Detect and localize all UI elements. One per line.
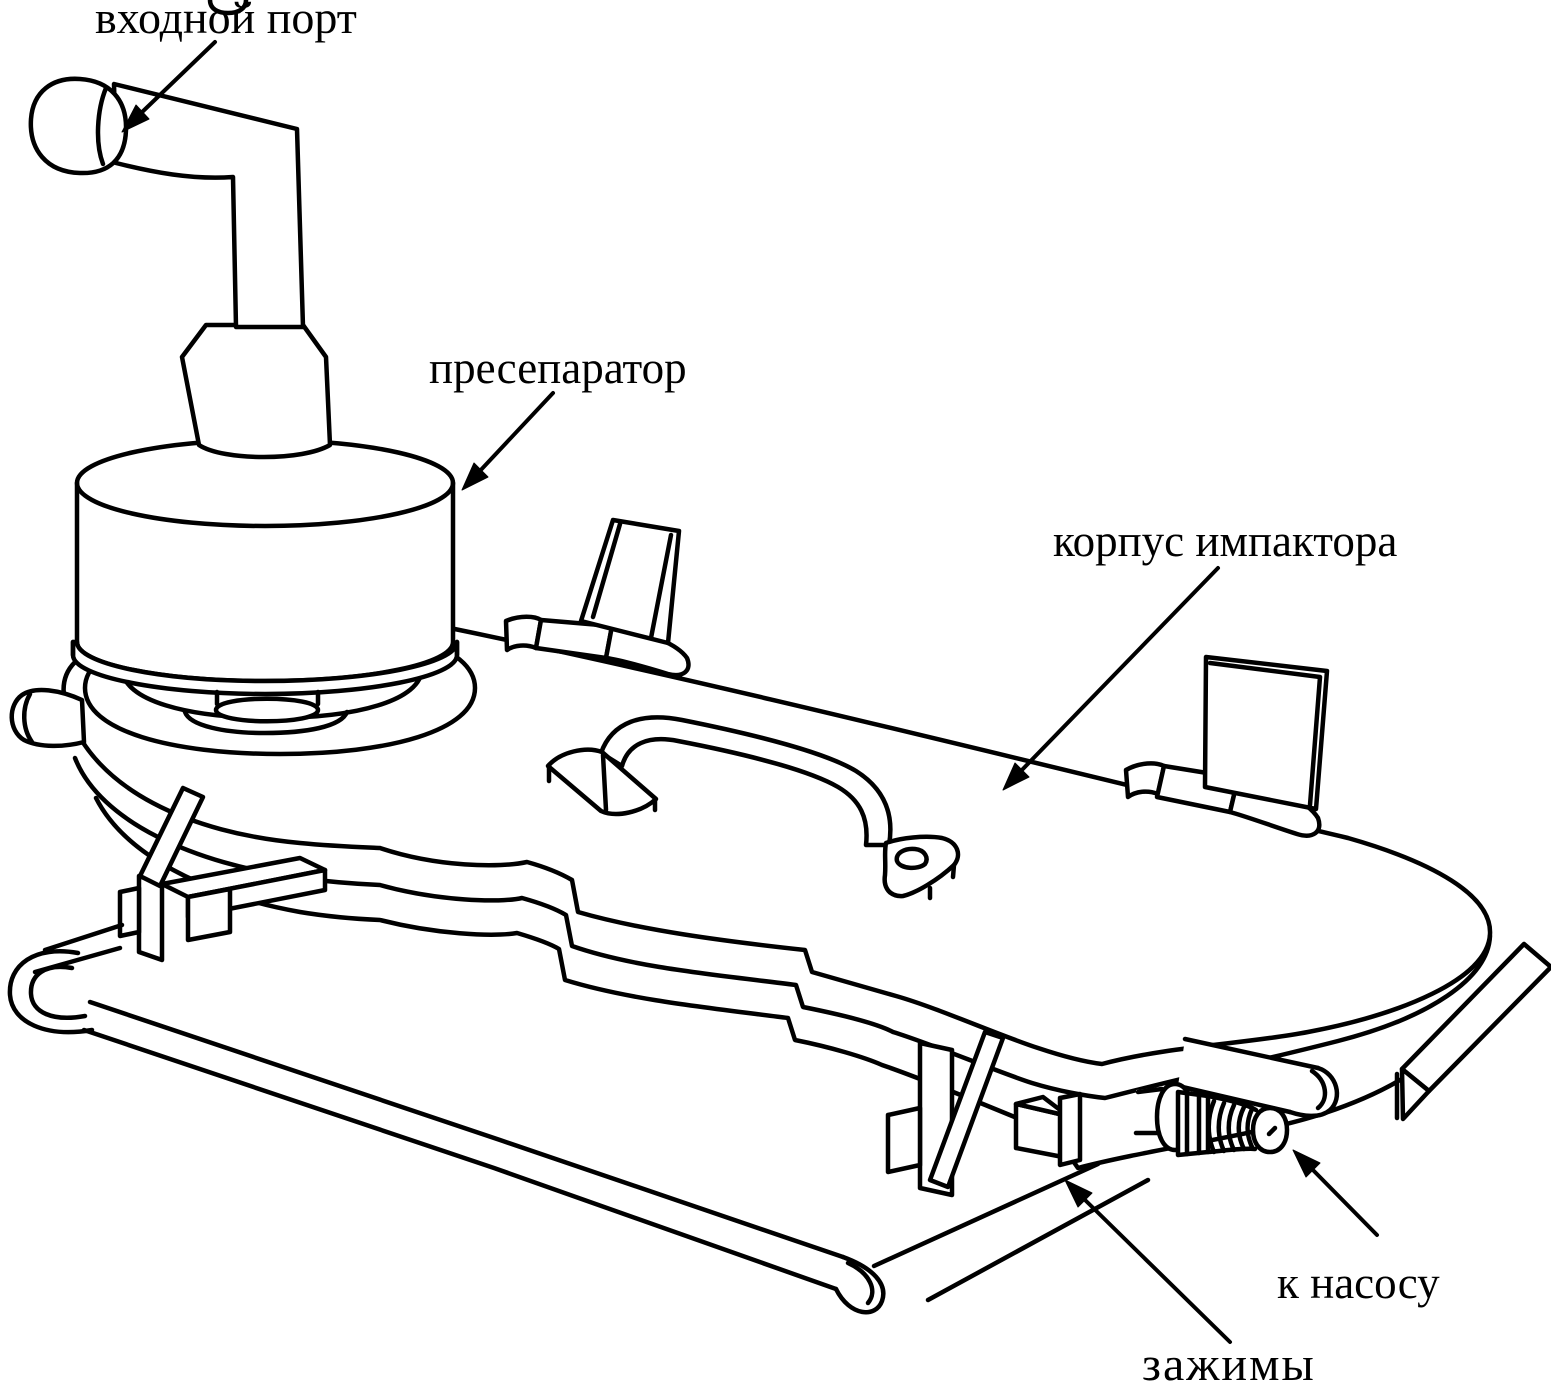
labels: входной порт пресепаратор корпус импакто…	[95, 0, 1440, 1383]
label-clamps: зажимы	[1142, 1338, 1316, 1383]
frame-front-rail	[87, 999, 846, 1260]
label-impactor-body: корпус импактора	[1053, 516, 1397, 566]
latch-tab-right	[1123, 654, 1330, 838]
arrow-to-pump	[1292, 1149, 1379, 1237]
preseparator-cylinder	[70, 437, 460, 736]
clamp-left	[117, 785, 328, 963]
annotation-arrows	[121, 40, 1379, 1344]
arrow-preseparator	[461, 391, 555, 491]
latch-tab-left	[503, 517, 691, 678]
inlet-funnel	[179, 322, 333, 460]
frame-right-rail	[871, 1161, 1151, 1303]
clipped-text-artifact	[207, 0, 249, 16]
pump-outlet-barb	[1133, 1081, 1290, 1158]
label-to-pump: к насосу	[1277, 1258, 1440, 1308]
clamp-front	[885, 1029, 1083, 1198]
inlet-nozzle	[28, 76, 129, 176]
carry-handle	[545, 715, 961, 901]
arrow-clamps	[1064, 1179, 1232, 1344]
arrow-impactor-body	[1002, 566, 1220, 791]
inlet-tube	[111, 81, 306, 330]
label-inlet-port: входной порт	[95, 0, 357, 43]
side-tube	[9, 687, 87, 749]
arrow-inlet-port	[121, 40, 217, 133]
label-preseparator: пресепаратор	[429, 343, 687, 393]
